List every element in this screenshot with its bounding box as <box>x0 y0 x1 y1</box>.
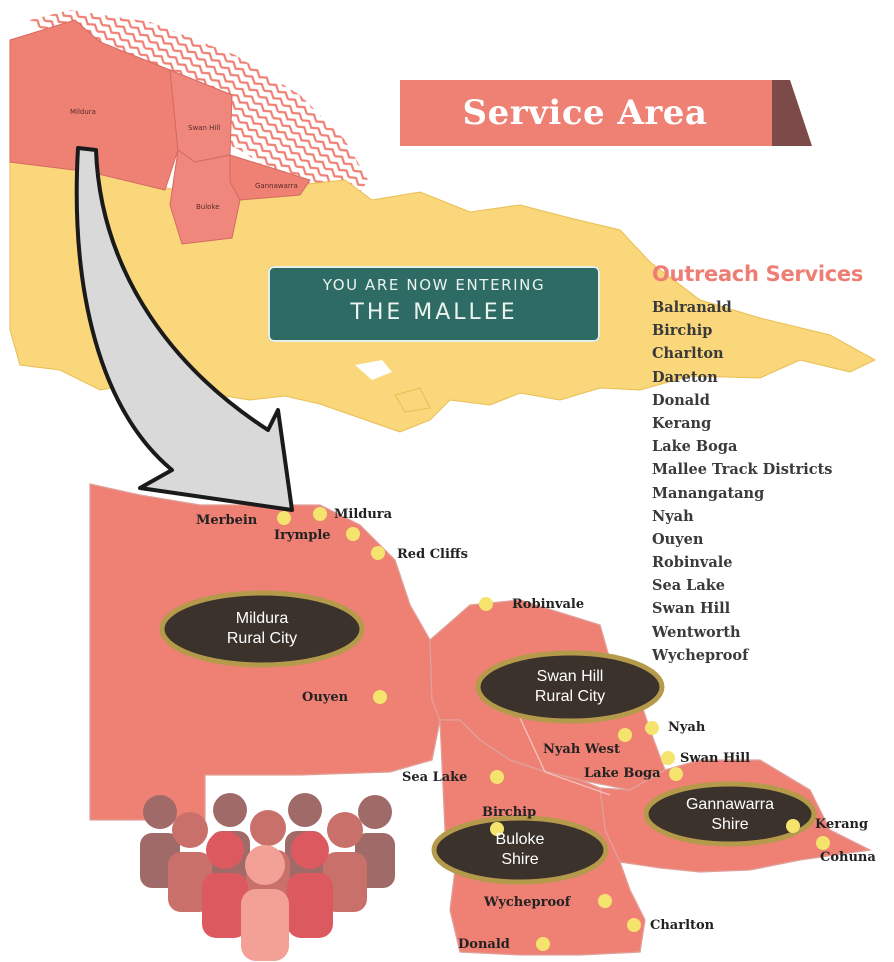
list-item: Robinvale <box>652 554 733 572</box>
town-label-merbein: Merbein <box>196 513 258 528</box>
town-label-mildura: Mildura <box>334 507 393 522</box>
list-item: Kerang <box>652 414 712 432</box>
town-dot-swan-hill <box>661 751 675 765</box>
oval-swan-hill-rural-city <box>475 650 665 724</box>
town-dot-lake-boga <box>669 767 683 781</box>
entering-sign: YOU ARE NOW ENTERING THE MALLEE <box>268 266 600 342</box>
town-dot-robinvale <box>479 597 493 611</box>
town-label-nyah: Nyah <box>668 720 706 735</box>
town-label-birchip: Birchip <box>482 805 537 820</box>
town-label-kerang: Kerang <box>815 817 869 832</box>
town-label-ouyen: Ouyen <box>302 690 349 705</box>
inset-label-mildura: Mildura <box>70 108 96 116</box>
inset-bay <box>355 360 392 380</box>
town-dot-nyah-west <box>618 728 632 742</box>
town-label-red-cliffs: Red Cliffs <box>397 547 468 562</box>
map-boundary-1 <box>519 717 611 796</box>
town-label-irymple: Irymple <box>274 528 331 543</box>
town-dot-mildura <box>313 507 327 521</box>
list-item: Birchip <box>652 322 713 340</box>
inset-label-buloke: Buloke <box>196 203 220 211</box>
oval-gannawarra-shire <box>643 781 817 847</box>
town-dot-birchip <box>490 822 504 836</box>
list-item: Wentworth <box>652 623 741 641</box>
outreach-list: Balranald Birchip Charlton Dareton Donal… <box>652 296 892 667</box>
list-item: Sea Lake <box>652 577 726 595</box>
sign-line-1: YOU ARE NOW ENTERING <box>322 276 546 294</box>
town-label-nyah-west: Nyah West <box>543 742 620 757</box>
town-label-cohuna: Cohuna <box>820 850 876 865</box>
town-label-lake-boga: Lake Boga <box>584 766 661 781</box>
inset-region-buloke <box>169 149 241 245</box>
banner-bg <box>400 80 772 146</box>
list-item: Lake Boga <box>652 438 738 456</box>
town-label-swan-hill: Swan Hill <box>680 751 751 766</box>
town-label-robinvale: Robinvale <box>512 597 585 612</box>
outreach-services: Outreach Services Balranald Birchip Char… <box>652 262 892 667</box>
list-item: Manangatang <box>652 484 765 502</box>
inset-label-gannawarra: Gannawarra <box>255 182 298 190</box>
town-dot-kerang <box>786 819 800 833</box>
town-dot-charlton <box>627 918 641 932</box>
oval-buloke-shire <box>431 815 609 885</box>
town-dot-merbein <box>277 511 291 525</box>
town-label-donald: Donald <box>458 937 510 952</box>
town-dot-ouyen <box>373 690 387 704</box>
list-item: Swan Hill <box>652 600 731 618</box>
town-dot-red-cliffs <box>371 546 385 560</box>
page-title: Service Area <box>462 93 708 133</box>
town-dot-cohuna <box>816 836 830 850</box>
town-dot-nyah <box>645 721 659 735</box>
inset-label-swan-hill: Swan Hill <box>188 124 221 132</box>
list-item: Wycheproof <box>652 646 749 664</box>
outreach-title: Outreach Services <box>652 262 864 286</box>
list-item: Ouyen <box>652 530 704 548</box>
town-dots <box>277 507 830 951</box>
oval-mildura-rural-city <box>159 590 365 668</box>
town-label-sea-lake: Sea Lake <box>402 770 468 785</box>
list-item: Balranald <box>652 299 732 316</box>
people-group-icon <box>140 793 395 961</box>
entering-arrow-icon <box>74 146 294 512</box>
town-dot-irymple <box>346 527 360 541</box>
banner-tab <box>770 80 812 146</box>
list-item: Mallee Track Districts <box>652 461 833 479</box>
sign-line-2: THE MALLEE <box>350 300 518 325</box>
town-label-wycheproof: Wycheproof <box>484 895 571 910</box>
inset-island <box>394 387 431 413</box>
list-item: Charlton <box>652 345 724 363</box>
town-label-charlton: Charlton <box>650 918 715 933</box>
list-item: Donald <box>652 391 710 409</box>
list-item: Dareton <box>652 368 718 386</box>
town-dot-wycheproof <box>598 894 612 908</box>
list-item: Nyah <box>652 507 694 525</box>
town-dot-donald <box>536 937 550 951</box>
town-dot-sea-lake <box>490 770 504 784</box>
